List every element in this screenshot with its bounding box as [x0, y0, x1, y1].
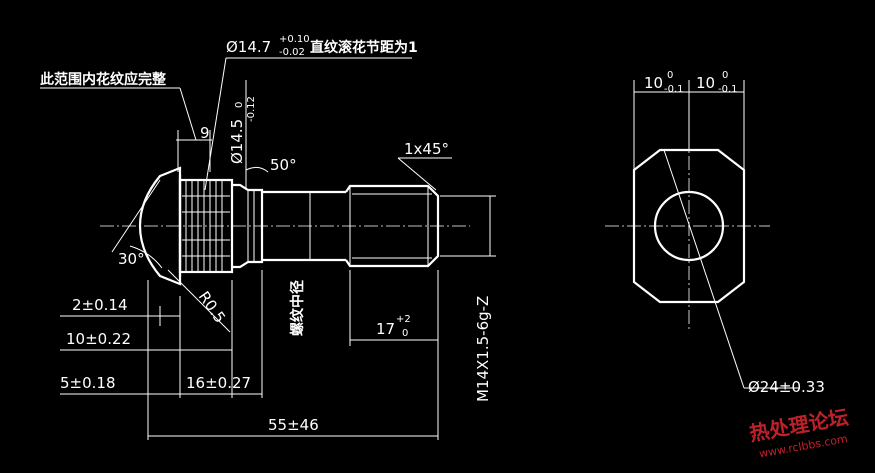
side-view: [632, 80, 800, 389]
shank-dia-label: Ø14.5: [228, 119, 246, 164]
dimension-lines: [40, 57, 496, 440]
bolt-outline: [138, 166, 440, 286]
knurl-dia-tol-low: -0.02: [279, 47, 305, 58]
dia-24-label: Ø24±0.33: [748, 378, 825, 396]
side-dim-left: 10: [644, 74, 663, 92]
knurl-range-note: 此范围内花纹应完整: [40, 71, 167, 88]
forum-watermark: 热处理论坛 www.rclbbs.com: [748, 405, 851, 461]
dim-17-tol-up: +2: [396, 314, 411, 325]
side-dim-right-tol-low: -0.1: [718, 84, 738, 95]
knurl-note: 直纹滚花节距为1: [310, 39, 418, 56]
knurl-dia-label: Ø14.7: [226, 38, 271, 56]
dim-5-label: 5±0.18: [60, 374, 116, 392]
shank-dia-tol-up: 0: [234, 102, 245, 108]
knurl-dia-tol-up: +0.10: [279, 34, 310, 45]
side-dim-left-tol-low: -0.1: [664, 84, 684, 95]
dim-55-label: 55±46: [268, 416, 319, 434]
shank-dia-tol-low: -0.12: [246, 96, 257, 122]
thread-pitch-note: 螺纹中径: [289, 280, 306, 336]
side-dim-right: 10: [696, 74, 715, 92]
dim-16-label: 16±0.27: [186, 374, 251, 392]
side-dim-right-tol-up: 0: [722, 70, 728, 81]
angle-50-label: 50°: [270, 156, 297, 174]
dim-2-label: 2±0.14: [72, 296, 128, 314]
angle-30-label: 30°: [118, 250, 145, 268]
dim-17-tol-low: 0: [402, 328, 408, 339]
side-dim-left-tol-up: 0: [667, 70, 673, 81]
chamfer-label: 1x45°: [404, 140, 449, 158]
dim-17-label: 17: [376, 320, 395, 338]
annotation-texts: Ø14.7 +0.10 -0.02 直纹滚花节距为1 此范围内花纹应完整 9 Ø…: [40, 34, 825, 434]
thread-spec-label: M14X1.5-6g-Z: [474, 296, 492, 402]
dim-10-label: 10±0.22: [66, 330, 131, 348]
radius-label: R0.5: [195, 288, 229, 326]
dim-9-label: 9: [200, 124, 210, 142]
